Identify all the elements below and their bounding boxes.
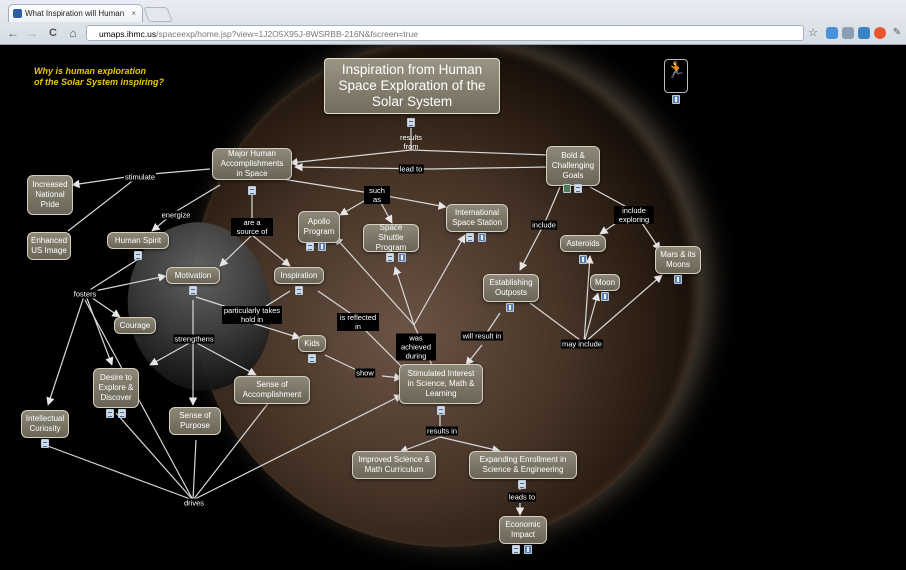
concept-map-icon[interactable] (398, 253, 406, 262)
reload-button[interactable]: C (49, 27, 57, 39)
concept-map-canvas: Why is human exploration of the Solar Sy… (0, 45, 906, 570)
home-button[interactable]: ⌂ (69, 26, 77, 40)
document-icon[interactable] (134, 251, 142, 260)
concept-us-image[interactable]: Enhanced US Image (27, 232, 71, 260)
browser-chrome: What Inspiration will Human × ← → C ⌂ um… (0, 0, 906, 45)
document-icon[interactable] (106, 409, 114, 418)
link-label: strengthens (173, 334, 215, 344)
link-lines (44, 128, 663, 516)
link-label: leads to (507, 492, 537, 502)
back-button[interactable]: ← (7, 26, 19, 40)
focus-question-line-2: of the Solar System inspiring? (34, 77, 165, 87)
concept-sense-accomplishment[interactable]: Sense of Accomplishment (234, 376, 310, 404)
link-label: results in (425, 426, 459, 436)
concept-iss[interactable]: International Space Station (446, 204, 508, 232)
bookmark-star-icon[interactable]: ☆ (808, 27, 818, 39)
nav-bar: ← → C ⌂ umaps.ihmc.us/spaceexp/home.jsp?… (0, 23, 906, 44)
document-icon[interactable] (118, 409, 126, 418)
concept-outposts[interactable]: Establishing Outposts (483, 274, 539, 302)
concept-map-icon[interactable] (478, 233, 486, 242)
concept-inspiration[interactable]: Inspiration (274, 267, 324, 284)
concept-map-icon[interactable] (506, 303, 514, 312)
site-favicon-icon (13, 9, 22, 18)
browser-tab[interactable]: What Inspiration will Human × (8, 4, 143, 22)
concept-moon[interactable]: Moon (590, 274, 620, 291)
link-label: are a source of (231, 218, 273, 236)
concept-desire[interactable]: Desire to Explore & Discover (93, 368, 139, 408)
link-label: energize (160, 210, 192, 220)
document-icon[interactable] (306, 242, 314, 251)
focus-question-line-1: Why is human exploration (34, 66, 147, 76)
link-label: will result in (461, 331, 503, 341)
concept-national-pride[interactable]: Increased National Pride (27, 175, 73, 215)
document-icon[interactable] (407, 118, 415, 127)
link-label: show (355, 368, 375, 378)
document-icon[interactable] (308, 354, 316, 363)
address-bar[interactable]: umaps.ihmc.us/spaceexp/home.jsp?view=1J2… (86, 25, 804, 41)
forward-button[interactable]: → (26, 26, 38, 40)
link-label: include exploring (614, 206, 654, 224)
document-icon[interactable] (189, 286, 197, 295)
link-label: drives (182, 498, 206, 508)
concept-stimulated-interest[interactable]: Stimulated Interest in Science, Math & L… (399, 364, 483, 404)
link-label: fosters (72, 289, 98, 299)
concept-space-shuttle[interactable]: Space Shuttle Program (363, 223, 419, 252)
person-icon[interactable]: 🏃 (664, 59, 688, 93)
concept-sense-purpose[interactable]: Sense of Purpose (169, 407, 221, 435)
image-icon[interactable] (563, 184, 571, 193)
document-icon[interactable] (41, 439, 49, 448)
document-icon[interactable] (518, 480, 526, 489)
tab-bar: What Inspiration will Human × (0, 0, 906, 22)
concept-economic-impact[interactable]: Economic Impact (499, 516, 547, 544)
extension-2-icon[interactable] (842, 27, 854, 39)
concept-map-icon[interactable] (672, 95, 680, 104)
document-icon[interactable] (386, 253, 394, 262)
concept-map-icon[interactable] (524, 545, 532, 554)
tab-close-icon[interactable]: × (131, 9, 136, 18)
concept-apollo[interactable]: Apollo Program (298, 211, 340, 243)
concept-motivation[interactable]: Motivation (166, 267, 220, 284)
link-label: was achieved during (396, 333, 436, 361)
link-label: particularly takes hold in (222, 306, 282, 324)
concept-mars[interactable]: Mars & its Moons (655, 246, 701, 274)
new-tab-button[interactable] (143, 7, 173, 22)
extension-3-icon[interactable] (858, 27, 870, 39)
link-label: such as (364, 186, 390, 204)
document-icon[interactable] (574, 184, 582, 193)
document-icon[interactable] (512, 545, 520, 554)
concept-kids[interactable]: Kids (298, 335, 326, 352)
document-icon[interactable] (466, 233, 474, 242)
planet-background (192, 45, 700, 547)
concept-improved-curriculum[interactable]: Improved Science & Math Curriculum (352, 451, 436, 479)
concept-asteroids[interactable]: Asteroids (560, 235, 606, 252)
wrench-menu-icon[interactable]: ✎ (892, 27, 902, 38)
link-label: is reflected in (337, 313, 379, 331)
concept-map-icon[interactable] (579, 255, 587, 264)
concept-major-accomplishments[interactable]: Major Human Accomplishments in Space (212, 148, 292, 180)
concept-curiosity[interactable]: Intellectual Curiosity (21, 410, 69, 438)
document-icon[interactable] (437, 406, 445, 415)
concept-bold-goals[interactable]: Bold & Challenging Goals (546, 146, 600, 186)
concept-courage[interactable]: Courage (114, 317, 156, 334)
extension-4-icon[interactable] (874, 27, 886, 39)
concept-expanding-enrollment[interactable]: Expanding Enrollment in Science & Engine… (469, 451, 577, 479)
url-path: /spaceexp/home.jsp?view=1J2O5X95J-8WSRBB… (156, 29, 418, 39)
focus-question: Why is human exploration of the Solar Sy… (34, 66, 164, 88)
concept-title[interactable]: Inspiration from Human Space Exploration… (324, 58, 500, 114)
document-icon[interactable] (295, 286, 303, 295)
extension-1-icon[interactable] (826, 27, 838, 39)
link-label: results from (399, 133, 423, 151)
document-icon[interactable] (248, 186, 256, 195)
tab-title: What Inspiration will Human (25, 9, 125, 18)
link-label: lead to (398, 164, 424, 174)
link-label: include (531, 220, 557, 230)
url-host: umaps.ihmc.us (99, 29, 157, 39)
concept-map-icon[interactable] (601, 292, 609, 301)
concept-human-spirit[interactable]: Human Spirit (107, 232, 169, 249)
concept-map-icon[interactable] (674, 275, 682, 284)
concept-map-icon[interactable] (318, 242, 326, 251)
link-label: stimulate (123, 172, 157, 182)
link-label: may include (560, 339, 604, 349)
